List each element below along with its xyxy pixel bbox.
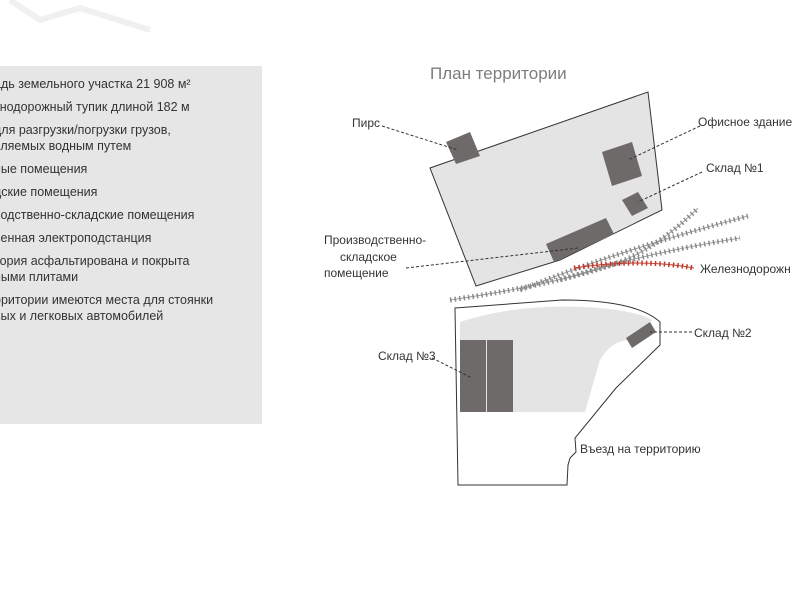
warehouse-2-building	[626, 322, 656, 348]
warehouse-3-building-left	[460, 340, 486, 412]
info-item-rail-siding: знодорожный тупик длиной 182 м	[0, 100, 190, 114]
pier-building	[446, 132, 480, 164]
label-warehouse-1: Склад №1	[706, 161, 764, 175]
label-production-1: Производственно-	[324, 233, 426, 247]
label-warehouse-3: Склад №3	[378, 349, 436, 363]
info-item-office: ные помещения	[0, 162, 88, 176]
info-item-parking: рритории имеются места для стоянки вых и…	[0, 293, 214, 323]
info-list: адь земельного участка 21 908 м² знодоро…	[0, 76, 264, 331]
upper-territory	[429, 91, 663, 287]
info-item-pier: для разгрузки/погрузки грузов, вляемых в…	[0, 123, 171, 153]
label-entrance: Въезд на территорию	[580, 442, 701, 456]
plan-title: План территории	[430, 64, 567, 83]
warehouse-1-building	[622, 192, 648, 216]
label-railway: Железнодорожн	[700, 262, 791, 276]
leader-lines	[381, 125, 703, 379]
label-warehouse-2: Склад №2	[694, 326, 752, 340]
info-item-area: адь земельного участка 21 908 м²	[0, 77, 191, 91]
office-building	[602, 142, 642, 186]
warehouse-3-building-right	[487, 340, 513, 412]
info-item-asphalt: тория асфальтирована и покрыта ными плит…	[0, 254, 190, 284]
info-item-warehouse: дские помещения	[0, 185, 98, 199]
info-item-substation: венная электроподстанция	[0, 231, 152, 245]
info-item-production: водственно-складские помещения	[0, 208, 195, 222]
production-building	[546, 218, 614, 262]
railway-red	[573, 260, 695, 271]
label-production-2: складское	[340, 250, 397, 264]
label-production-3: помещение	[324, 266, 389, 280]
info-panel: адь земельного участка 21 908 м² знодоро…	[0, 66, 262, 424]
top-left-decoration	[8, 0, 151, 33]
label-pier: Пирс	[352, 116, 380, 130]
label-office: Офисное здание	[698, 115, 792, 129]
